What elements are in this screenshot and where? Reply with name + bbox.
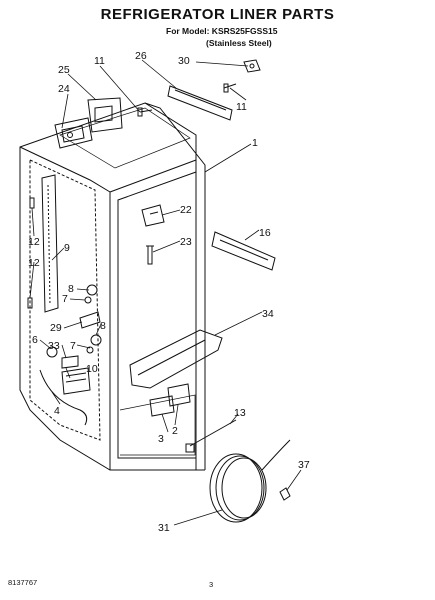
page-number: 3 (209, 580, 214, 589)
callout-26: 26 (135, 50, 147, 62)
callout-25: 25 (58, 64, 70, 76)
shelf-support-16 (211, 231, 276, 271)
callout-11-right: 11 (236, 101, 247, 113)
callout-33: 33 (48, 340, 60, 352)
callout-13: 13 (234, 407, 246, 419)
callout-9: 9 (64, 242, 70, 254)
tubing-coil-31 (209, 439, 291, 523)
callout-16: 16 (259, 227, 271, 239)
light-parts-6-33-10 (46, 346, 91, 395)
callout-8-upper: 8 (68, 283, 74, 295)
callout-12-lower: 12 (28, 257, 40, 269)
rail-9 (41, 174, 59, 313)
callout-34: 34 (262, 308, 274, 320)
callout-numbers: 25 11 26 30 24 11 1 22 16 23 12 9 12 8 7… (28, 50, 310, 534)
callout-10: 10 (86, 363, 98, 375)
brackets-3-2 (149, 383, 191, 417)
callout-8-lower: 8 (100, 320, 106, 332)
callout-2: 2 (172, 425, 178, 437)
page-title: REFRIGERATOR LINER PARTS (100, 6, 335, 23)
document-number: 8137767 (8, 578, 38, 587)
liner-body (19, 102, 206, 471)
screw-23 (146, 245, 154, 265)
clip-30 (243, 59, 261, 73)
wire-4 (39, 369, 88, 426)
callout-24: 24 (58, 83, 70, 95)
screw-37 (279, 487, 291, 501)
callout-37: 37 (298, 459, 310, 471)
screw-11-right (223, 83, 237, 93)
bracket-22 (141, 204, 165, 227)
rail-26 (167, 85, 233, 121)
callout-23: 23 (180, 236, 192, 248)
screws-12 (27, 197, 35, 309)
callout-3: 3 (158, 433, 164, 445)
screw-11-top (137, 107, 153, 117)
leader-lines (29, 59, 302, 526)
sensor-13 (185, 419, 237, 453)
callout-29: 29 (50, 322, 62, 334)
callout-7-lower: 7 (70, 340, 76, 352)
callout-1: 1 (252, 137, 258, 149)
bracket-assembly-25-24 (54, 97, 123, 149)
model-number: For Model: KSRS25FGSS15 (166, 26, 278, 36)
deflector-34 (129, 329, 223, 389)
callout-7-upper: 7 (62, 293, 68, 305)
callout-22: 22 (180, 204, 192, 216)
callout-11-top: 11 (94, 55, 105, 67)
callout-4: 4 (54, 405, 60, 417)
model-variant: (Stainless Steel) (206, 38, 272, 48)
callout-30: 30 (178, 55, 190, 67)
callout-6: 6 (32, 334, 38, 346)
callout-31: 31 (158, 522, 170, 534)
callout-12-upper: 12 (28, 236, 40, 248)
